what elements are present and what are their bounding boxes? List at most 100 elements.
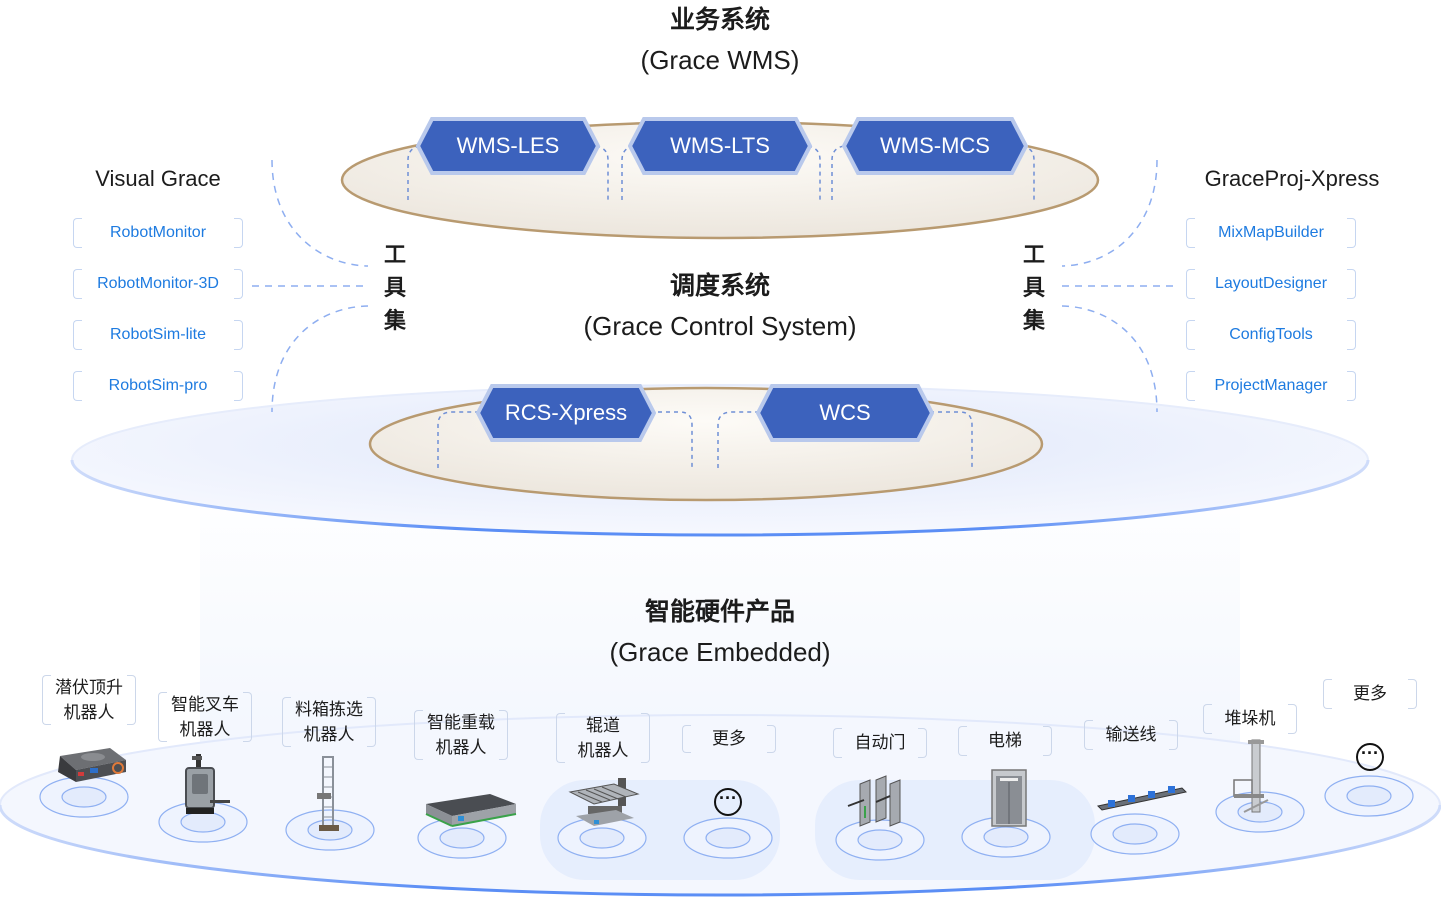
label-line2: 机器人	[63, 703, 115, 722]
forklift-robot-icon	[185, 754, 230, 814]
equipment-label-stacker-crane[interactable]: 堆垛机	[1203, 704, 1297, 734]
tool-label: RobotSim-lite	[109, 326, 207, 343]
tool-label: RobotMonitor-3D	[97, 275, 219, 292]
control-system-title-cn: 调度系统	[669, 272, 770, 300]
ripple-ring	[439, 827, 485, 849]
business-system-title: 业务系统 (Grace WMS)	[520, 0, 920, 80]
robot-more-icon[interactable]: ···	[714, 788, 742, 816]
label-line1: 更多	[712, 729, 746, 748]
bracket-right	[1347, 269, 1356, 299]
tool-robotsim-lite[interactable]: RobotSim-lite	[73, 320, 243, 350]
module-wms-lts[interactable]: WMS-LTS	[628, 117, 812, 175]
bracket-right	[1043, 726, 1052, 756]
bracket-left	[1084, 720, 1093, 750]
label-line2: 机器人	[179, 720, 231, 739]
bracket-right	[367, 697, 376, 747]
hexagon-shape	[842, 117, 1028, 175]
toolset-char: 工	[1022, 242, 1045, 267]
equipment-more-icon[interactable]: ···	[1356, 743, 1384, 771]
module-rcs-xpress[interactable]: RCS-Xpress	[476, 384, 656, 442]
label-line1: 潜伏顶升	[55, 678, 123, 697]
bracket-left	[682, 725, 691, 753]
bracket-left	[1186, 320, 1195, 350]
right-toolset-label: 工 具 集	[1022, 238, 1046, 337]
label-line1: 智能重载	[427, 713, 495, 732]
robot-label-latent-lifting[interactable]: 潜伏顶升机器人	[42, 675, 136, 725]
bracket-left	[73, 371, 82, 401]
bracket-right	[1347, 320, 1356, 350]
bracket-left	[1323, 679, 1332, 709]
tool-label: ConfigTools	[1229, 326, 1313, 343]
label-text: 更多	[1353, 684, 1387, 703]
bracket-right	[234, 218, 243, 248]
tool-label: RobotMonitor	[109, 224, 207, 241]
robot-label-heavy-load[interactable]: 智能重载机器人	[414, 710, 508, 760]
robot-label-roller[interactable]: 辊道机器人	[556, 713, 650, 763]
bracket-right	[767, 725, 776, 753]
label-line2: 机器人	[577, 741, 629, 760]
module-label: WMS-LES	[456, 133, 560, 158]
module-label: WMS-LTS	[670, 133, 770, 158]
hardware-title-en: (Grace Embedded)	[609, 637, 831, 667]
module-label: WCS	[819, 400, 871, 425]
hardware-disc-edge	[0, 804, 1441, 897]
robot-label-bin-picking[interactable]: 料箱拣选机器人	[282, 697, 376, 747]
bracket-left	[1186, 269, 1195, 299]
equipment-label-conveyor[interactable]: 输送线	[1084, 720, 1178, 750]
bracket-right	[641, 713, 650, 763]
ripple-ring	[1346, 785, 1392, 807]
equipment-label-elevator[interactable]: 电梯	[958, 726, 1052, 756]
equipment-label-automatic-door[interactable]: 自动门	[833, 728, 927, 758]
ripple-ring	[61, 786, 107, 808]
left-toolset-connectors	[252, 159, 369, 413]
bracket-right	[1169, 720, 1178, 750]
tool-configtools[interactable]: ConfigTools	[1186, 320, 1356, 350]
robot-label-forklift[interactable]: 智能叉车机器人	[158, 692, 252, 742]
tool-layoutdesigner[interactable]: LayoutDesigner	[1186, 269, 1356, 299]
module-wcs[interactable]: WCS	[756, 384, 934, 442]
robot-label-more[interactable]: 更多	[682, 725, 776, 753]
bracket-left	[1186, 371, 1195, 401]
toolset-char: 具	[1022, 275, 1045, 300]
automatic-door-icon	[847, 775, 901, 827]
tool-mixmapbuilder[interactable]: MixMapBuilder	[1186, 218, 1356, 248]
module-label: RCS-Xpress	[504, 400, 628, 425]
latent-lifting-robot-icon	[58, 748, 126, 782]
hexagon-shape	[476, 384, 656, 442]
module-wms-mcs[interactable]: WMS-MCS	[842, 117, 1028, 175]
device-ripple-rings	[39, 775, 1414, 861]
stacker-crane-icon	[1233, 739, 1269, 813]
tool-robotsim-pro[interactable]: RobotSim-pro	[73, 371, 243, 401]
hexagon-shape	[756, 384, 934, 442]
roller-robot-icon	[568, 778, 640, 826]
label-line1: 料箱拣选	[295, 700, 363, 719]
control-plate	[368, 386, 1044, 502]
label-line2: 机器人	[435, 738, 487, 757]
bracket-left	[158, 692, 167, 742]
label-line1: 智能叉车	[171, 695, 239, 714]
label-text: 输送线	[1105, 725, 1157, 744]
graceproj-xpress-title: GraceProj-Xpress	[1204, 166, 1380, 191]
bracket-right	[1288, 704, 1297, 734]
bracket-right	[234, 320, 243, 350]
control-disc-edge	[70, 459, 1370, 537]
bracket-right	[127, 675, 136, 725]
elevator-icon	[991, 769, 1027, 827]
bracket-left	[958, 726, 967, 756]
bracket-right	[243, 692, 252, 742]
bracket-right	[499, 710, 508, 760]
equipment-label-more[interactable]: 更多	[1323, 679, 1417, 709]
tool-projectmanager[interactable]: ProjectManager	[1186, 371, 1356, 401]
ripple-ring	[705, 827, 751, 849]
tool-robotmonitor-3d[interactable]: RobotMonitor-3D	[73, 269, 243, 299]
tool-robotmonitor[interactable]: RobotMonitor	[73, 218, 243, 248]
label-line2: 机器人	[303, 725, 355, 744]
hexagon-shape	[628, 117, 812, 175]
module-label: WMS-MCS	[880, 133, 990, 158]
bracket-left	[1186, 218, 1195, 248]
label-text: 自动门	[854, 733, 906, 752]
bracket-right	[1408, 679, 1417, 709]
heavy-load-robot-icon	[425, 794, 517, 827]
module-wms-les[interactable]: WMS-LES	[416, 117, 600, 175]
ripple-ring	[857, 829, 903, 851]
